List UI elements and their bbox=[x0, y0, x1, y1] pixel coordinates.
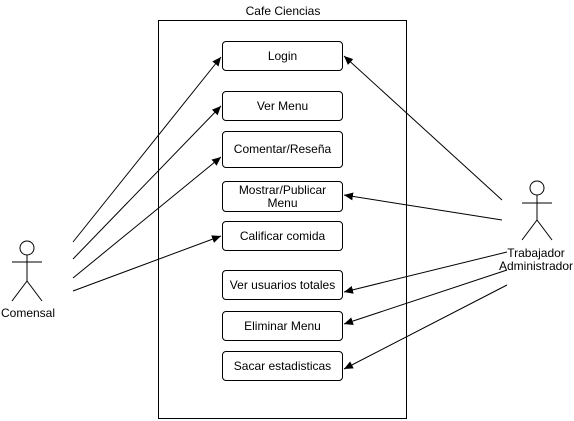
use-case-mostrar-menu-label: Mostrar/Publicar Menu bbox=[238, 182, 327, 210]
worker-actor-figure bbox=[521, 180, 553, 241]
association-worker-mostrar bbox=[343, 192, 503, 221]
association-comensal-ver-menu bbox=[72, 105, 222, 260]
comensal-actor-figure bbox=[11, 240, 43, 302]
comensal-actor-label: Comensal bbox=[0, 306, 56, 320]
use-case-calificar-label: Calificar comida bbox=[239, 228, 326, 243]
use-case-comentar-label: Comentar/Reseña bbox=[233, 142, 332, 156]
association-worker-ver-usuarios bbox=[343, 251, 508, 294]
use-case-comentar[interactable]: Comentar/Reseña bbox=[222, 131, 343, 168]
use-case-mostrar-menu[interactable]: Mostrar/Publicar Menu bbox=[222, 181, 343, 212]
system-boundary bbox=[158, 20, 407, 419]
association-comensal-calificar bbox=[72, 235, 222, 292]
use-case-login[interactable]: Login bbox=[222, 41, 343, 71]
use-case-eliminar-menu[interactable]: Eliminar Menu bbox=[222, 311, 343, 341]
system-title: Cafe Ciencias bbox=[245, 4, 321, 18]
association-comensal-login bbox=[72, 56, 222, 243]
use-case-estadisticas-label: Sacar estadisticas bbox=[233, 358, 332, 373]
association-worker-eliminar bbox=[343, 269, 508, 325]
use-case-ver-usuarios-label: Ver usuarios totales bbox=[229, 277, 336, 292]
use-case-mostrar-menu-line1: Mostrar/Publicar bbox=[238, 182, 327, 197]
use-case-ver-menu-label: Ver Menu bbox=[256, 98, 309, 113]
use-case-ver-menu[interactable]: Ver Menu bbox=[222, 91, 343, 121]
use-case-mostrar-menu-line2: Menu bbox=[267, 195, 298, 210]
association-worker-estadisticas bbox=[343, 284, 508, 370]
association-worker-login bbox=[343, 55, 503, 201]
worker-actor-label-line2: Administrador bbox=[498, 259, 574, 273]
use-case-estadisticas[interactable]: Sacar estadisticas bbox=[222, 351, 343, 381]
worker-actor-label: Trabajador Administrador bbox=[497, 247, 574, 273]
use-case-ver-usuarios[interactable]: Ver usuarios totales bbox=[222, 270, 343, 300]
association-comensal-comentar bbox=[72, 156, 222, 279]
worker-actor-label-line1: Trabajador bbox=[507, 246, 565, 260]
use-case-eliminar-menu-label: Eliminar Menu bbox=[244, 318, 321, 333]
use-case-login-label: Login bbox=[267, 48, 298, 63]
use-case-calificar[interactable]: Calificar comida bbox=[222, 221, 343, 251]
